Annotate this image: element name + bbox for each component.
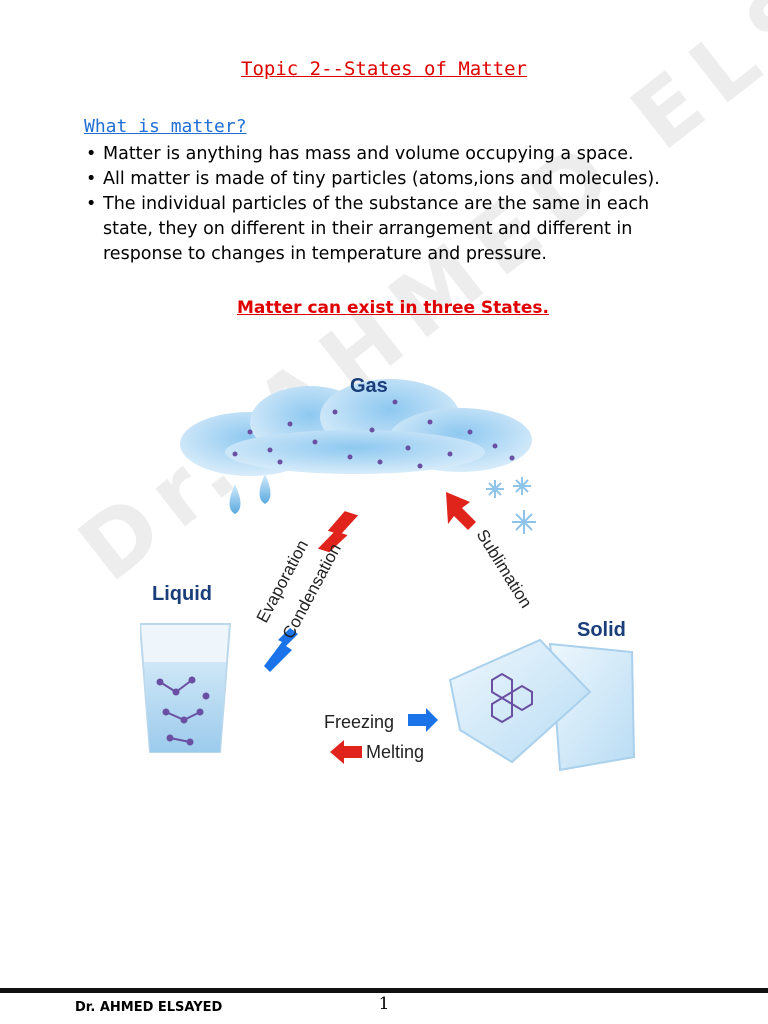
freezing-label: Freezing — [324, 712, 394, 732]
bullet-item: The individual particles of the substanc… — [84, 192, 704, 267]
footer-divider — [0, 988, 768, 993]
condensation-arrow-icon — [264, 628, 298, 672]
bullet-item: All matter is made of tiny particles (at… — [84, 167, 704, 192]
sublimation-label: Sublimation — [473, 526, 536, 611]
gas-cloud — [180, 379, 532, 476]
section-heading: What is matter? — [84, 116, 247, 137]
melting-label: Melting — [366, 742, 424, 762]
evaporation-arrow-icon — [317, 511, 359, 553]
bullet-list: Matter is anything has mass and volume o… — [84, 142, 704, 267]
liquid-label: Liquid — [152, 583, 212, 605]
bullet-item: Matter is anything has mass and volume o… — [84, 142, 704, 167]
states-of-matter-diagram: Gas Liquid Solid Evaporation Condensatio… — [140, 375, 636, 772]
page-number: 1 — [378, 994, 390, 1014]
solid-label: Solid — [577, 619, 626, 641]
solid-ice — [448, 638, 636, 772]
states-statement: Matter can exist in three States. — [236, 298, 550, 318]
snowflake-icon — [486, 477, 536, 534]
page-title: Topic 2--States of Matter — [241, 58, 527, 80]
melting-arrow-icon — [330, 740, 362, 764]
water-drops — [229, 474, 271, 514]
footer-author: Dr. AHMED ELSAYED — [75, 1000, 223, 1015]
sublimation-arrow-icon — [446, 492, 476, 530]
gas-label: Gas — [350, 375, 388, 397]
freezing-arrow-icon — [408, 708, 438, 732]
liquid-glass — [140, 623, 232, 753]
